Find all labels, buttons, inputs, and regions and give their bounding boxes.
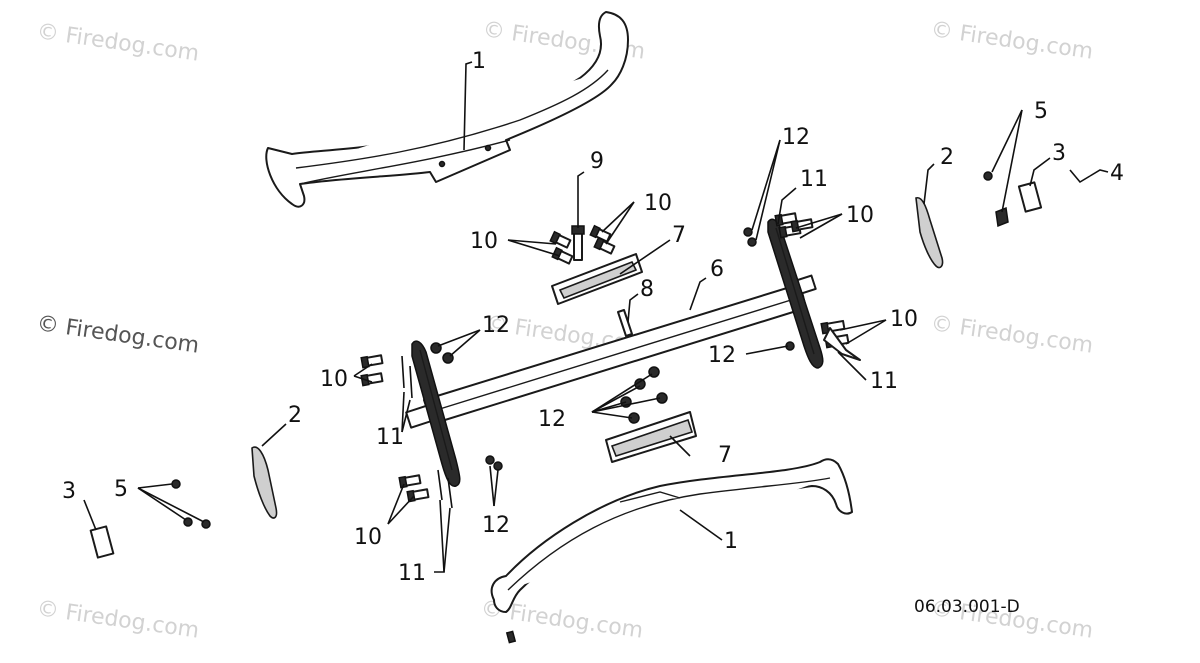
pin-part — [617, 309, 633, 337]
axle-tube-part — [405, 274, 817, 429]
callout-11: 11 — [398, 561, 426, 586]
bracket-bottom-part — [605, 411, 697, 463]
left-cap-part — [89, 525, 115, 559]
callout-7: 7 — [672, 223, 686, 248]
callout-3: 3 — [1052, 141, 1066, 166]
callout-7: 7 — [718, 443, 732, 468]
callout-10: 10 — [354, 525, 382, 550]
callout-11: 11 — [800, 167, 828, 192]
callout-5: 5 — [114, 477, 128, 502]
callout-2: 2 — [288, 403, 302, 428]
callout-12: 12 — [482, 513, 510, 538]
callout-10: 10 — [890, 307, 918, 332]
watermark: © Firedog.com — [35, 311, 201, 359]
right-cap-part — [1017, 181, 1043, 213]
callout-1: 1 — [724, 529, 738, 554]
diagram-code: 06.03.001-D — [914, 597, 1020, 617]
callouts: 1 1 2 2 3 3 4 5 5 6 7 7 8 9 10 10 10 10 … — [62, 49, 1124, 586]
callout-12: 12 — [708, 343, 736, 368]
callout-11: 11 — [870, 369, 898, 394]
callout-10: 10 — [470, 229, 498, 254]
watermark: © Firedog.com — [929, 311, 1095, 359]
callout-2: 2 — [940, 145, 954, 170]
callout-11: 11 — [376, 425, 404, 450]
bracket-top-part — [551, 253, 643, 305]
bumper-bottom-part — [490, 458, 853, 644]
callout-12: 12 — [782, 125, 810, 150]
callout-4: 4 — [1110, 161, 1124, 186]
callout-9: 9 — [590, 149, 604, 174]
bumper-top-part — [265, 11, 629, 208]
callout-1: 1 — [472, 49, 486, 74]
right-side-plate-part — [915, 197, 944, 269]
left-plate-part — [411, 340, 461, 487]
callout-12: 12 — [482, 313, 510, 338]
callout-10: 10 — [320, 367, 348, 392]
callout-10: 10 — [846, 203, 874, 228]
watermark: © Firedog.com — [929, 17, 1095, 65]
watermark: © Firedog.com — [35, 596, 201, 644]
bolt-part — [571, 225, 585, 261]
callout-10: 10 — [644, 191, 672, 216]
callout-5: 5 — [1034, 99, 1048, 124]
leader-lines — [83, 61, 1109, 573]
callout-3: 3 — [62, 479, 76, 504]
callout-12: 12 — [538, 407, 566, 432]
fasteners — [171, 171, 1009, 529]
left-side-plate-part — [251, 446, 278, 519]
callout-6: 6 — [710, 257, 724, 282]
callout-8: 8 — [640, 277, 654, 302]
clip-part — [1069, 169, 1091, 184]
watermark: © Firedog.com — [35, 19, 201, 67]
